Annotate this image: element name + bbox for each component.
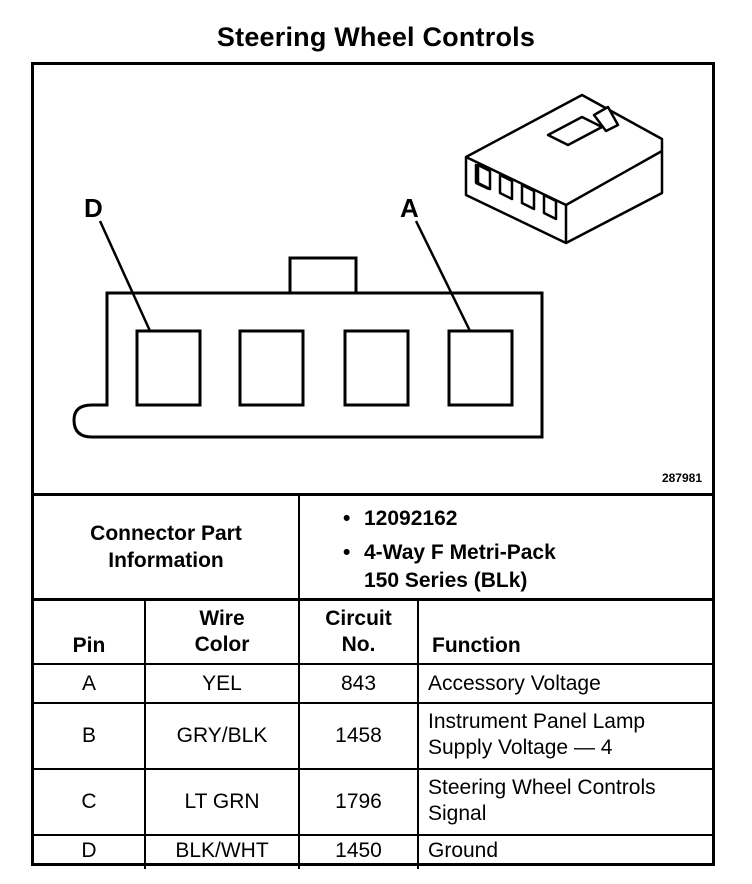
- table-row-a-wire: YEL: [202, 671, 242, 695]
- table-row-b-circuit: 1458: [335, 724, 382, 747]
- col-divider-3: [417, 601, 419, 869]
- table-row-d-wire: BLK/WHT: [175, 839, 269, 862]
- divider-vertical: [298, 496, 300, 598]
- connector-description-1: 4-Way F Metri-Pack: [339, 539, 556, 567]
- table-row-a-circuit: 843: [340, 671, 377, 695]
- header-wire-color: Wire Color: [194, 607, 250, 656]
- table-row-c-wire: LT GRN: [184, 790, 260, 813]
- table-row-d-function: Ground: [428, 839, 499, 862]
- table-row-b-pin: B: [81, 724, 96, 747]
- table-row-c-function: Steering Wheel Controls Signal: [428, 776, 656, 825]
- cavity-b: [343, 329, 410, 407]
- cavity-c: [238, 329, 305, 407]
- connector-diagram: D A: [72, 93, 664, 439]
- pin-label-a: A: [400, 193, 419, 223]
- table-row-b-wire: GRY/BLK: [176, 724, 268, 747]
- table-top-border: [34, 598, 712, 601]
- connector-isometric-icon: [464, 93, 664, 245]
- pin-label-d: D: [84, 193, 103, 223]
- connector-description-2: 150 Series (BLk): [364, 569, 528, 592]
- header-function: Function: [432, 634, 521, 657]
- page-title: Steering Wheel Controls: [216, 22, 536, 52]
- table-row-c-pin: C: [81, 790, 97, 813]
- row-divider: [34, 768, 712, 770]
- table-row-a-function: Accessory Voltage: [428, 672, 601, 695]
- table-row-c-circuit: 1796: [335, 790, 382, 813]
- table-row-d-circuit: 1450: [335, 839, 382, 862]
- leader-line-d: [98, 220, 152, 332]
- table-row-b-function: Instrument Panel Lamp Supply Voltage — 4: [428, 710, 646, 759]
- table-row-d-pin: D: [81, 839, 97, 862]
- col-divider-1: [144, 601, 146, 869]
- leader-line-a: [414, 220, 472, 332]
- pin-cavities: [135, 329, 514, 407]
- part-number: 12092162: [339, 505, 556, 533]
- connector-info-label: Connector Part Information: [90, 522, 242, 572]
- section-divider: [34, 493, 712, 496]
- col-divider-2: [298, 601, 300, 869]
- table-row-a-pin: A: [81, 671, 96, 695]
- row-divider: [34, 663, 712, 665]
- figure-id: 287981: [661, 471, 702, 485]
- header-circuit-no: Circuit No.: [325, 607, 392, 656]
- header-pin: Pin: [72, 634, 106, 657]
- connector-face: [72, 256, 544, 439]
- cavity-a: [447, 329, 514, 407]
- connector-info-details: 12092162 4-Way F Metri-Pack 150 Series (…: [339, 505, 556, 595]
- cavity-d: [135, 329, 202, 407]
- connector-frame: D A 287981 Connector Part Information 12…: [31, 62, 715, 869]
- row-divider: [34, 834, 712, 836]
- row-divider: [34, 702, 712, 704]
